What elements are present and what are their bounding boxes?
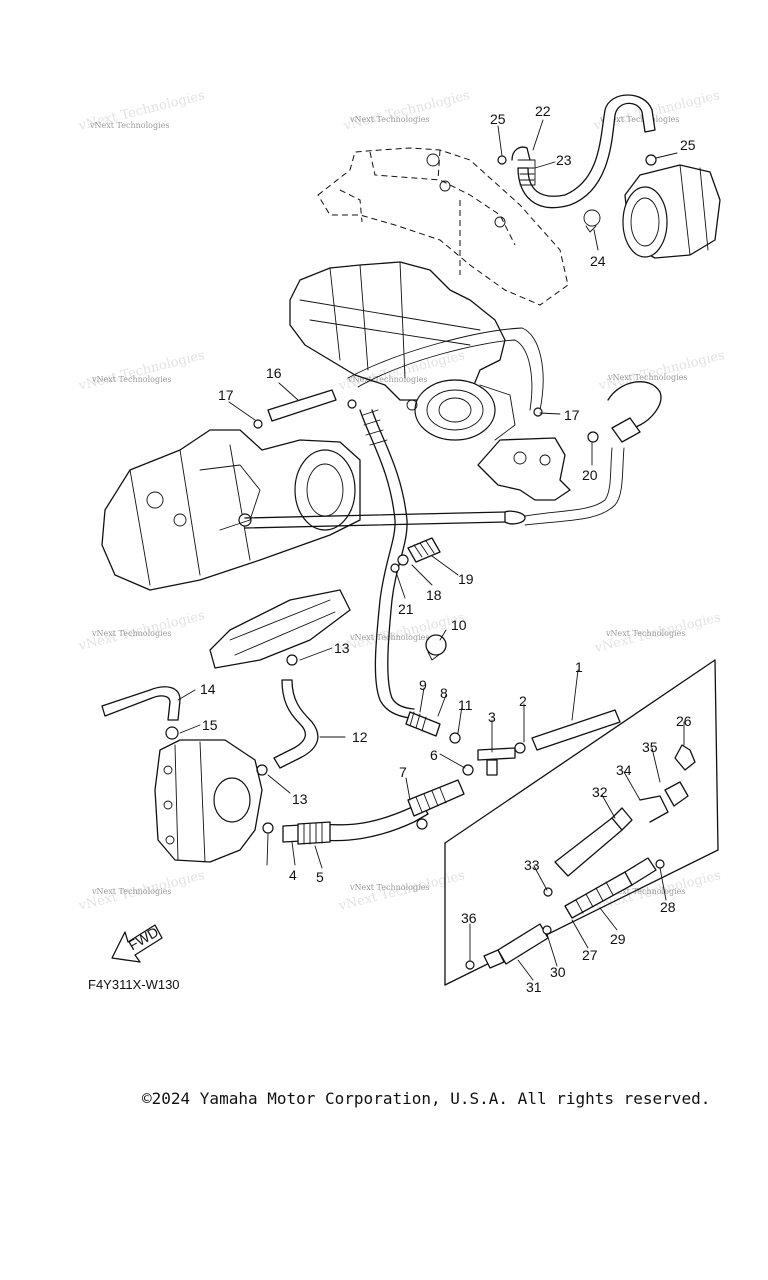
callout-7: 7: [399, 764, 407, 780]
callout-numbers: 1 2 3 4 5 6 7 8 9 10 11 12 13 13 14 15 1…: [200, 103, 696, 995]
callout-17b: 17: [564, 407, 580, 423]
fwd-label: FWD: [126, 924, 162, 954]
watermark-7: vNext Technologies: [76, 348, 206, 394]
engine-cover: [317, 147, 569, 306]
hose-14: [101, 686, 181, 740]
callout-9: 9: [419, 677, 427, 693]
callout-5: 5: [316, 869, 324, 885]
t-joint-assembly: [405, 709, 621, 776]
watermark-22: vNext Technologies: [349, 883, 429, 892]
fwd-arrow: FWD: [111, 924, 163, 963]
lower-right-parts: [465, 744, 696, 970]
diagram-code: F4Y311X-W130: [88, 977, 180, 992]
watermark-2: vNext Technologies: [89, 121, 169, 130]
intake-manifold: [209, 589, 351, 776]
watermark-3: vNext Technologies: [341, 88, 471, 134]
lower-right-assembly-box: [444, 659, 719, 986]
callout-6a: 6: [430, 747, 438, 763]
callout-27: 27: [582, 947, 598, 963]
callout-11: 11: [458, 697, 473, 713]
callout-14: 14: [200, 681, 216, 697]
upper-engine-block: [289, 261, 516, 441]
callout-18: 18: [426, 587, 442, 603]
hose-16: [253, 327, 544, 429]
watermark-6: vNext Technologies: [599, 115, 679, 124]
watermark-12: vNext Technologies: [607, 373, 687, 382]
watermark-11: vNext Technologies: [596, 348, 726, 394]
top-right-hose-assembly: [497, 94, 657, 233]
callout-32: 32: [592, 784, 608, 800]
watermark-14: vNext Technologies: [91, 629, 171, 638]
watermark-18: vNext Technologies: [605, 629, 685, 638]
watermark-8: vNext Technologies: [91, 375, 171, 384]
callout-33: 33: [524, 857, 540, 873]
callout-3: 3: [488, 709, 496, 725]
watermark-24: vNext Technologies: [605, 887, 685, 896]
callout-16: 16: [266, 365, 282, 381]
callout-13b: 13: [292, 791, 308, 807]
callout-34: 34: [616, 762, 632, 778]
callout-31: 31: [526, 979, 542, 995]
fuel-pump-module: [154, 739, 274, 863]
pump-bracket: [477, 381, 662, 501]
long-drain-hose: [244, 409, 625, 719]
callout-26: 26: [676, 713, 692, 729]
callout-4: 4: [289, 867, 297, 883]
callout-19: 19: [458, 571, 474, 587]
callout-24: 24: [590, 253, 606, 269]
callout-21: 21: [398, 601, 414, 617]
callout-17a: 17: [218, 387, 234, 403]
callout-35: 35: [642, 739, 658, 755]
clamp-10: [425, 634, 447, 661]
watermark-20: vNext Technologies: [91, 887, 171, 896]
jet-pump: [622, 164, 721, 259]
callout-13a: 13: [334, 640, 350, 656]
callout-25b: 25: [680, 137, 696, 153]
callout-30: 30: [550, 964, 566, 980]
callout-15: 15: [202, 717, 218, 733]
bilge-hose: [282, 779, 465, 845]
callout-10: 10: [451, 617, 467, 633]
callout-29: 29: [610, 931, 626, 947]
middle-engine-block: [101, 429, 361, 591]
callout-25a: 25: [490, 111, 506, 127]
copyright-notice: ©2024 Yamaha Motor Corporation, U.S.A. A…: [142, 1089, 711, 1108]
callout-12: 12: [352, 729, 368, 745]
callout-22: 22: [535, 103, 551, 119]
callout-8: 8: [440, 685, 448, 701]
callout-23: 23: [556, 152, 572, 168]
callout-28: 28: [660, 899, 676, 915]
callout-2: 2: [519, 693, 527, 709]
watermark-4: vNext Technologies: [349, 115, 429, 124]
watermark-10: vNext Technologies: [347, 375, 427, 384]
callout-20: 20: [582, 467, 598, 483]
leader-lines: [177, 119, 685, 981]
callout-36: 36: [461, 910, 477, 926]
callout-1: 1: [575, 659, 583, 675]
